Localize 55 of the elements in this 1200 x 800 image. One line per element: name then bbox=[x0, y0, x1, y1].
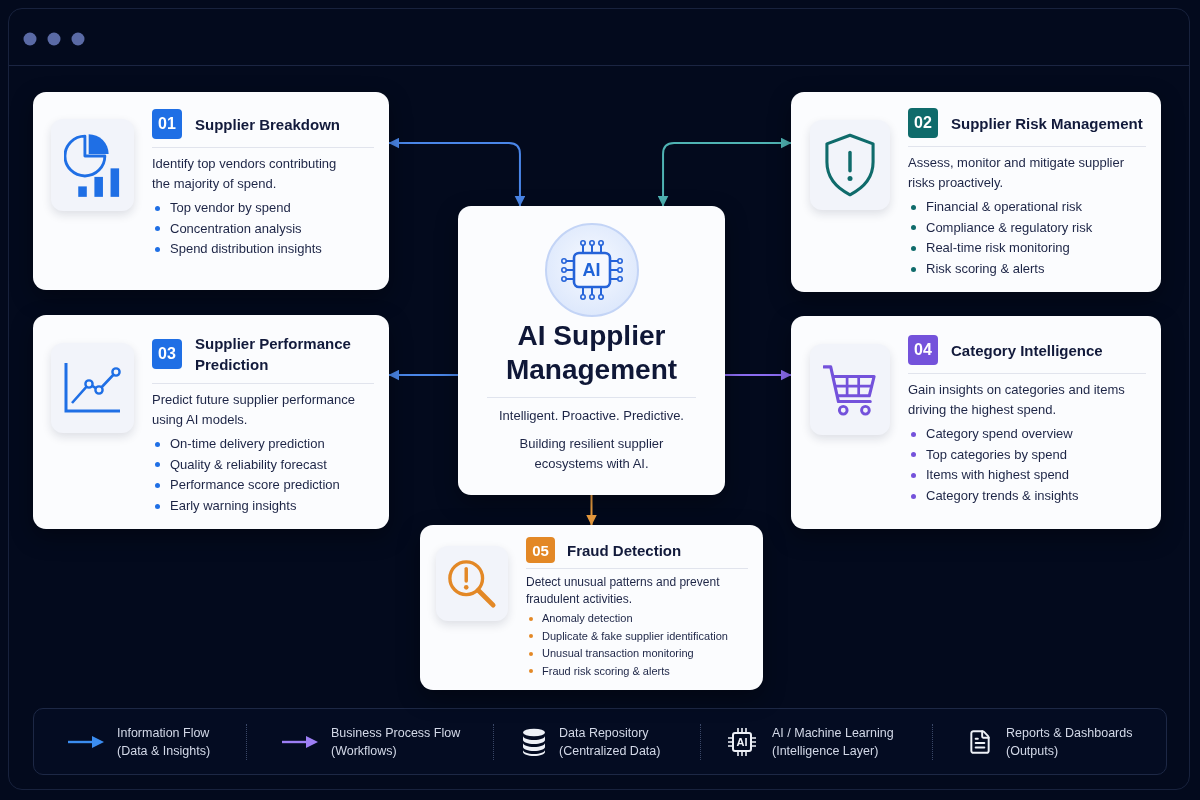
step-number-badge: 01 bbox=[152, 109, 182, 139]
bullet-item: Top vendor by spend bbox=[170, 199, 291, 218]
hub-description: Building resilient supplier ecosystems with AI. bbox=[518, 435, 665, 473]
bullet-item: Real-time risk monitoring bbox=[926, 239, 1070, 258]
hub-title: AI Supplier Management bbox=[504, 319, 679, 387]
bullet-item: Unusual transaction monitoring bbox=[542, 646, 694, 662]
legend-text: Business Process Flow (Workflows) bbox=[331, 724, 462, 760]
feature-card bbox=[420, 525, 763, 690]
step-number-badge: 04 bbox=[908, 335, 938, 365]
card-description: Detect unusual patterns and prevent fraudulent activities. bbox=[526, 574, 721, 608]
hub-card bbox=[458, 206, 725, 495]
bullet-item: Spend distribution insights bbox=[170, 240, 322, 259]
step-number-badge: 05 bbox=[526, 537, 555, 563]
bullet-item: Top categories by spend bbox=[926, 445, 1067, 464]
chip-label: AI bbox=[582, 261, 601, 279]
hub-tagline: Intelligent. Proactive. Predictive. bbox=[498, 407, 685, 425]
connector-arrow bbox=[388, 137, 526, 207]
step-number-badge: 03 bbox=[152, 339, 182, 369]
bullet-item: Risk scoring & alerts bbox=[926, 260, 1045, 279]
feature-card bbox=[33, 92, 389, 290]
connector-arrow bbox=[388, 369, 459, 381]
legend-text: Information Flow (Data & Insights) bbox=[117, 724, 212, 760]
bullet-item: Quality & reliability forecast bbox=[170, 455, 327, 474]
connector-arrow bbox=[586, 494, 597, 526]
chip-label: AI bbox=[736, 736, 748, 747]
bullet-item: Fraud risk scoring & alerts bbox=[542, 663, 670, 679]
bullet-item: Items with highest spend bbox=[926, 466, 1070, 485]
step-number-badge: 02 bbox=[908, 108, 938, 138]
card-title: Category Intelligence bbox=[951, 340, 1103, 361]
card-title: Supplier Breakdown bbox=[195, 114, 341, 135]
bullet-item: Performance score prediction bbox=[170, 476, 340, 495]
bullet-item: Category spend overview bbox=[926, 425, 1073, 444]
card-description: Assess, monitor and mitigate supplier risks proactively. bbox=[908, 154, 1126, 192]
bullet-item: Category trends & insights bbox=[926, 487, 1079, 506]
card-description: Identify top vendors contributing the majority of spend. bbox=[152, 155, 338, 193]
legend-text: AI / Machine Learning (Intelligence Layer) bbox=[772, 724, 895, 760]
connector-arrow bbox=[657, 137, 792, 207]
bullet-item: Financial & operational risk bbox=[926, 198, 1083, 217]
feature-card bbox=[33, 315, 389, 529]
bullet-item: Duplicate & fake supplier identification bbox=[542, 628, 728, 644]
bullet-item: Anomaly detection bbox=[542, 611, 633, 627]
card-title: Supplier Risk Management bbox=[951, 113, 1143, 134]
legend-text: Data Repository (Centralized Data) bbox=[559, 724, 662, 760]
legend-text: Reports & Dashboards (Outputs) bbox=[1006, 724, 1134, 760]
feature-card bbox=[791, 92, 1161, 292]
card-description: Gain insights on categories and items driving the highest spend. bbox=[908, 381, 1126, 419]
bullet-item: Concentration analysis bbox=[170, 219, 302, 238]
card-title: Fraud Detection bbox=[567, 540, 682, 561]
card-description: Predict future supplier performance using AI models. bbox=[152, 391, 357, 429]
feature-card bbox=[791, 316, 1161, 529]
bullet-item: Compliance & regulatory risk bbox=[926, 218, 1093, 237]
bullet-item: On-time delivery prediction bbox=[170, 435, 325, 454]
connector-arrow bbox=[724, 369, 792, 381]
card-title: Supplier Performance Prediction bbox=[195, 334, 352, 375]
bullet-item: Early warning insights bbox=[170, 497, 297, 516]
